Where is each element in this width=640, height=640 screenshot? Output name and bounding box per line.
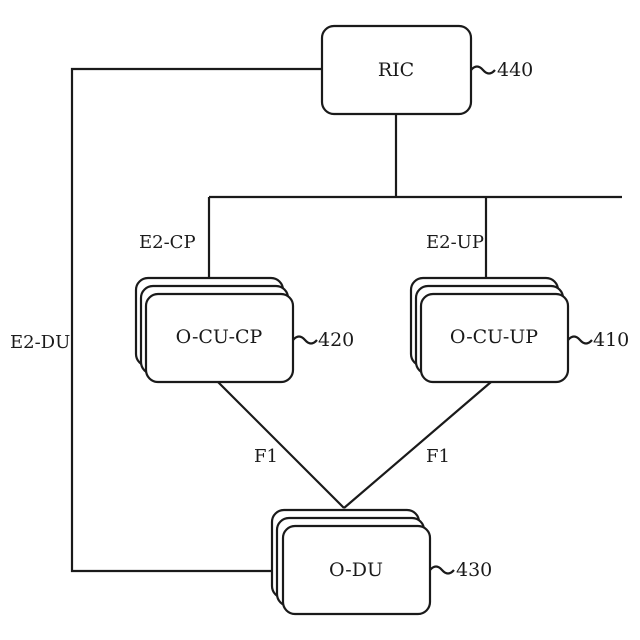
o-cu-up-node: O-CU-UP 410 bbox=[411, 278, 629, 382]
f1-cp-label: F1 bbox=[254, 446, 278, 467]
ric-ref: 440 bbox=[497, 59, 533, 81]
f1-up-label: F1 bbox=[426, 446, 450, 467]
f1-up-link bbox=[344, 382, 491, 508]
ric-ref-tilde bbox=[471, 67, 495, 74]
o-du-label: O-DU bbox=[329, 559, 383, 581]
o-cu-cp-label: O-CU-CP bbox=[176, 326, 263, 348]
o-cu-cp-ref-tilde bbox=[293, 337, 317, 344]
e2-du-label: E2-DU bbox=[10, 332, 70, 353]
f1-cp-link bbox=[218, 382, 344, 508]
o-cu-up-ref: 410 bbox=[593, 329, 629, 351]
o-du-ref: 430 bbox=[456, 559, 492, 581]
o-cu-up-ref-tilde bbox=[568, 337, 592, 344]
ric-node: RIC 440 bbox=[322, 26, 533, 114]
e2-cp-label: E2-CP bbox=[139, 232, 196, 253]
o-du-ref-tilde bbox=[430, 567, 454, 574]
o-cu-up-label: O-CU-UP bbox=[450, 326, 538, 348]
o-cu-cp-node: O-CU-CP 420 bbox=[136, 278, 354, 382]
e2-up-label: E2-UP bbox=[426, 232, 484, 253]
ric-label: RIC bbox=[378, 59, 414, 81]
o-cu-cp-ref: 420 bbox=[318, 329, 354, 351]
o-du-node: O-DU 430 bbox=[272, 510, 492, 614]
